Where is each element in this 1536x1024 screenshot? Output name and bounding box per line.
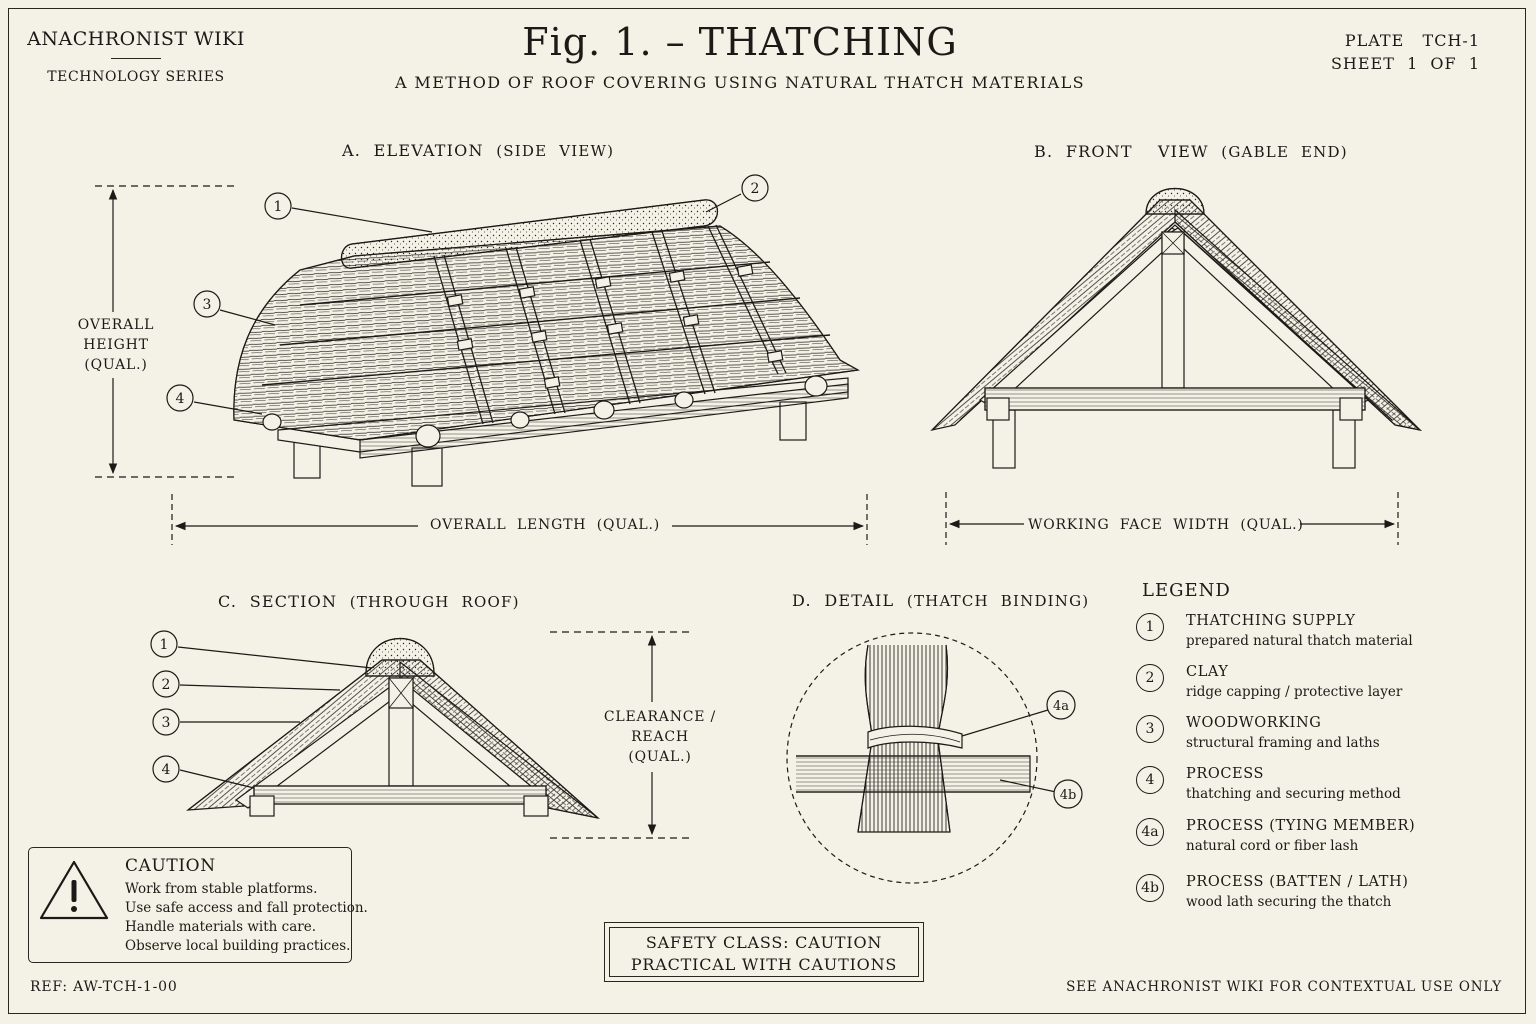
legend-number: 2: [1136, 664, 1164, 692]
view-b-letter: B.: [1034, 142, 1054, 161]
clearance-line1: CLEARANCE /: [603, 709, 717, 725]
detail-callout-4b: 4b: [1060, 788, 1077, 803]
clearance-label: CLEARANCE / REACH (QUAL.): [600, 707, 720, 767]
caution-line: Observe local building practices.: [125, 938, 351, 954]
overall-height-line2: HEIGHT: [83, 337, 149, 353]
caution-line: Use safe access and fall protection.: [125, 900, 368, 916]
view-b-paren: (GABLE END): [1221, 143, 1348, 161]
caution-line: Handle materials with care.: [125, 919, 317, 935]
reference-code: REF: AW-TCH-1-00: [30, 979, 178, 995]
elevation-callout-1: 1: [274, 199, 283, 215]
caution-box: CAUTION Work from stable platforms. Use …: [28, 847, 368, 963]
legend-number: 3: [1136, 715, 1164, 743]
view-a-paren: (SIDE VIEW): [496, 142, 615, 160]
legend-name: PROCESS: [1186, 766, 1265, 782]
footer-note: SEE ANACHRONIST WIKI FOR CONTEXTUAL USE …: [1066, 979, 1502, 995]
section-callout-4: 4: [162, 762, 171, 778]
legend-item: 4b PROCESS (BATTEN / LATH) wood lath sec…: [1136, 874, 1516, 918]
view-b-name: FRONT VIEW: [1065, 142, 1209, 161]
sheet-number: SHEET 1 OF 1: [1330, 54, 1480, 73]
brand-name: ANACHRONIST WIKI: [27, 28, 245, 50]
page-border: [8, 8, 1526, 1014]
view-c-title: C. SECTION (THROUGH ROOF): [218, 592, 520, 611]
legend-desc: prepared natural thatch material: [1186, 633, 1413, 649]
view-a-letter: A.: [342, 141, 362, 160]
caution-title: CAUTION: [125, 856, 216, 876]
legend-number: 1: [1136, 613, 1164, 641]
view-b-title: B. FRONT VIEW (GABLE END): [1034, 142, 1348, 161]
caution-text: Work from stable platforms. Use safe acc…: [125, 880, 368, 956]
binding-detail-drawing: [786, 632, 1083, 884]
legend-item: 4 PROCESS thatching and securing method: [1136, 766, 1516, 810]
overall-length-label: OVERALL LENGTH (QUAL.): [420, 515, 670, 535]
view-d-title: D. DETAIL (THATCH BINDING): [792, 591, 1089, 610]
legend-name: CLAY: [1186, 664, 1229, 680]
view-c-paren: (THROUGH ROOF): [349, 593, 520, 611]
elevation-callout-3: 3: [203, 297, 212, 313]
plate-number: PLATE TCH-1: [1344, 31, 1480, 50]
elevation-drawing: [95, 174, 868, 545]
working-face-width-label: WORKING FACE WIDTH (QUAL.): [1028, 515, 1304, 535]
overall-height-line3: (QUAL.): [84, 357, 148, 373]
view-c-letter: C.: [218, 592, 238, 611]
clearance-line3: (QUAL.): [628, 749, 692, 765]
brand-divider: [111, 58, 161, 59]
legend-desc: ridge capping / protective layer: [1186, 684, 1403, 700]
section-callout-1: 1: [160, 637, 169, 653]
view-c-name: SECTION: [249, 592, 338, 611]
overall-height-label: OVERALL HEIGHT (QUAL.): [66, 315, 166, 375]
legend-title: LEGEND: [1142, 580, 1231, 601]
view-a-name: ELEVATION: [373, 141, 484, 160]
view-d-letter: D.: [792, 591, 812, 610]
legend-name: PROCESS (BATTEN / LATH): [1186, 874, 1409, 890]
view-a-title: A. ELEVATION (SIDE VIEW): [342, 141, 614, 160]
detail-callout-4a: 4a: [1053, 699, 1069, 714]
page-subtitle: A METHOD OF ROOF COVERING USING NATURAL …: [394, 73, 1086, 92]
legend-item: 3 WOODWORKING structural framing and lat…: [1136, 715, 1516, 759]
legend-name: THATCHING SUPPLY: [1186, 613, 1356, 629]
warning-icon: [39, 860, 109, 920]
legend-desc: wood lath securing the thatch: [1186, 894, 1392, 910]
safety-class-line1: SAFETY CLASS: CAUTION: [645, 933, 883, 952]
safety-class-line2: PRACTICAL WITH CAUTIONS: [630, 955, 898, 974]
clearance-line2: REACH: [631, 729, 689, 745]
legend-desc: thatching and securing method: [1186, 786, 1401, 802]
safety-class-inner: SAFETY CLASS: CAUTION PRACTICAL WITH CAU…: [609, 927, 919, 977]
legend-item: 2 CLAY ridge capping / protective layer: [1136, 664, 1516, 708]
elevation-callout-4: 4: [176, 391, 185, 407]
legend-item: 1 THATCHING SUPPLY prepared natural that…: [1136, 613, 1516, 657]
plate-info: PLATE TCH-1 SHEET 1 OF 1: [1330, 29, 1480, 75]
section-callout-2: 2: [162, 677, 171, 693]
section-drawing: [150, 630, 690, 839]
section-callout-3: 3: [162, 715, 171, 731]
legend-desc: natural cord or fiber lash: [1186, 838, 1359, 854]
view-d-name: DETAIL: [824, 591, 895, 610]
legend-item: 4a PROCESS (TYING MEMBER) natural cord o…: [1136, 818, 1516, 862]
elevation-callout-2: 2: [751, 181, 760, 197]
caution-line: Work from stable platforms.: [125, 881, 318, 897]
page-title: Fig. 1. – THATCHING: [522, 20, 958, 64]
view-d-paren: (THATCH BINDING): [906, 592, 1090, 610]
series-name: TECHNOLOGY SERIES: [47, 69, 225, 85]
legend-number: 4a: [1136, 818, 1164, 846]
safety-class-box: SAFETY CLASS: CAUTION PRACTICAL WITH CAU…: [604, 922, 924, 982]
front-view-drawing: [930, 187, 1423, 545]
legend-number: 4: [1136, 766, 1164, 794]
overall-height-line1: OVERALL: [77, 317, 155, 333]
legend-number: 4b: [1136, 874, 1164, 902]
legend-name: PROCESS (TYING MEMBER): [1186, 818, 1416, 834]
legend-name: WOODWORKING: [1186, 715, 1322, 731]
legend-desc: structural framing and laths: [1186, 735, 1380, 751]
